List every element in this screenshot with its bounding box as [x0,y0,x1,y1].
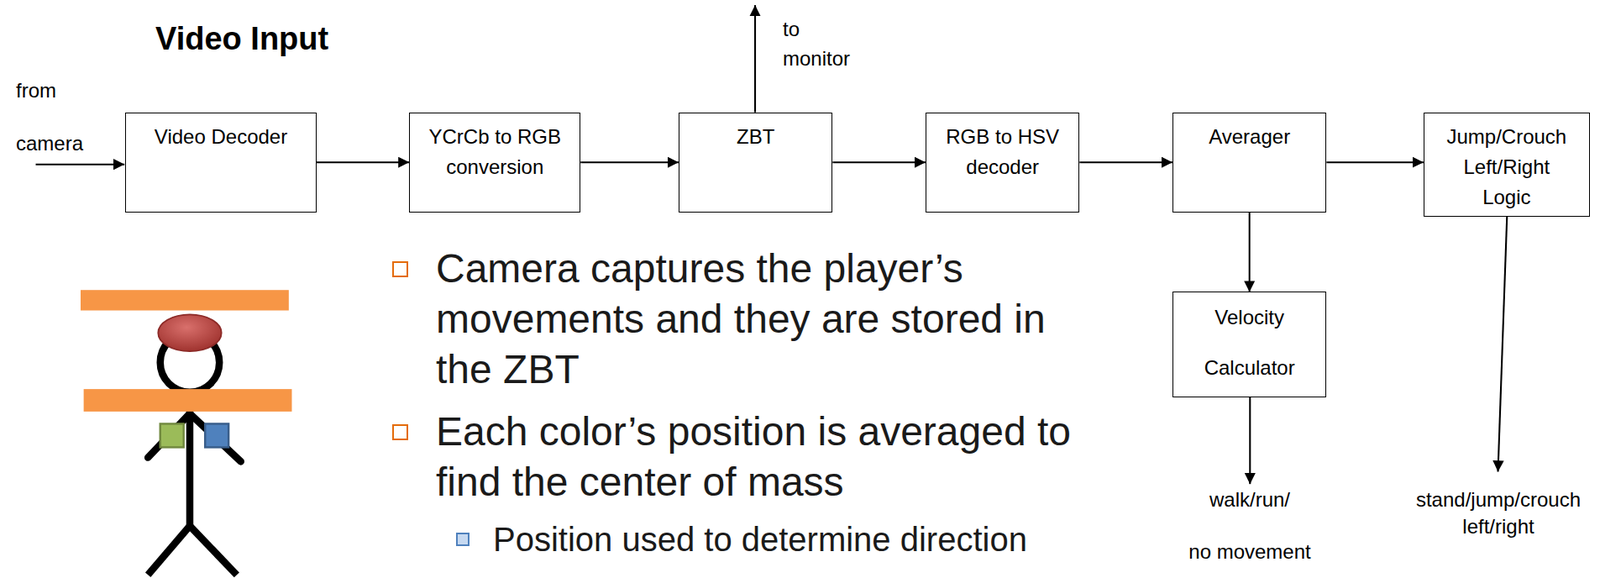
flow-arrow [1248,212,1251,293]
bullet-marker [392,261,409,278]
figure-arm [189,413,242,462]
flow-arrow [316,161,410,163]
bullet-text: Camera captures the player’s movements a… [435,243,1087,395]
red-cap [157,314,221,352]
process-box: Jump/Crouch Left/Right Logic [1423,112,1590,217]
io-label: stand/jump/crouch left/right [1407,486,1590,541]
bullet-marker [392,424,409,441]
flow-arrow [832,161,926,163]
monitor-arrow [754,5,756,113]
figure-leg [189,525,237,575]
output-arrow [1248,392,1251,484]
threshold-bar [80,289,289,310]
box-label: Video Decoder [141,121,300,153]
figure-leg [147,525,190,575]
flow-arrow [1326,161,1423,163]
flow-arrow [580,161,679,163]
blue-marker [204,423,229,447]
box-label: Velocity Calculator [1188,292,1311,394]
io-label: from camera [15,63,92,170]
green-marker [160,423,184,447]
process-box: Velocity Calculator [1172,291,1327,398]
process-box: ZBT [678,112,833,213]
io-label: no movement [1165,539,1334,565]
process-box: YCrCb to RGB conversion [409,112,581,213]
output-arrow [1498,212,1508,473]
figure-arm [147,413,190,457]
box-label: Averager [1188,121,1311,153]
flow-arrow [1079,161,1173,163]
stick-figure [80,289,292,575]
process-box: Averager [1172,112,1327,213]
input-arrow [36,163,126,166]
box-label: ZBT [694,121,817,153]
process-box: Video Decoder [125,112,316,213]
diagram-title: Video Input [155,20,329,58]
sub-bullet-text: Position used to determine direction [493,519,1098,560]
threshold-bar [83,388,293,412]
process-box: RGB to HSV decoder [925,112,1080,213]
box-label: Jump/Crouch Left/Right Logic [1439,121,1574,213]
bullet-text: Each color’s position is averaged to fin… [435,406,1087,508]
bullet-marker [456,532,470,546]
box-label: YCrCb to RGB conversion [424,121,565,183]
box-label: RGB to HSV decoder [941,121,1064,183]
io-label: to monitor [782,14,859,74]
io-label: walk/run/ [1165,487,1334,513]
